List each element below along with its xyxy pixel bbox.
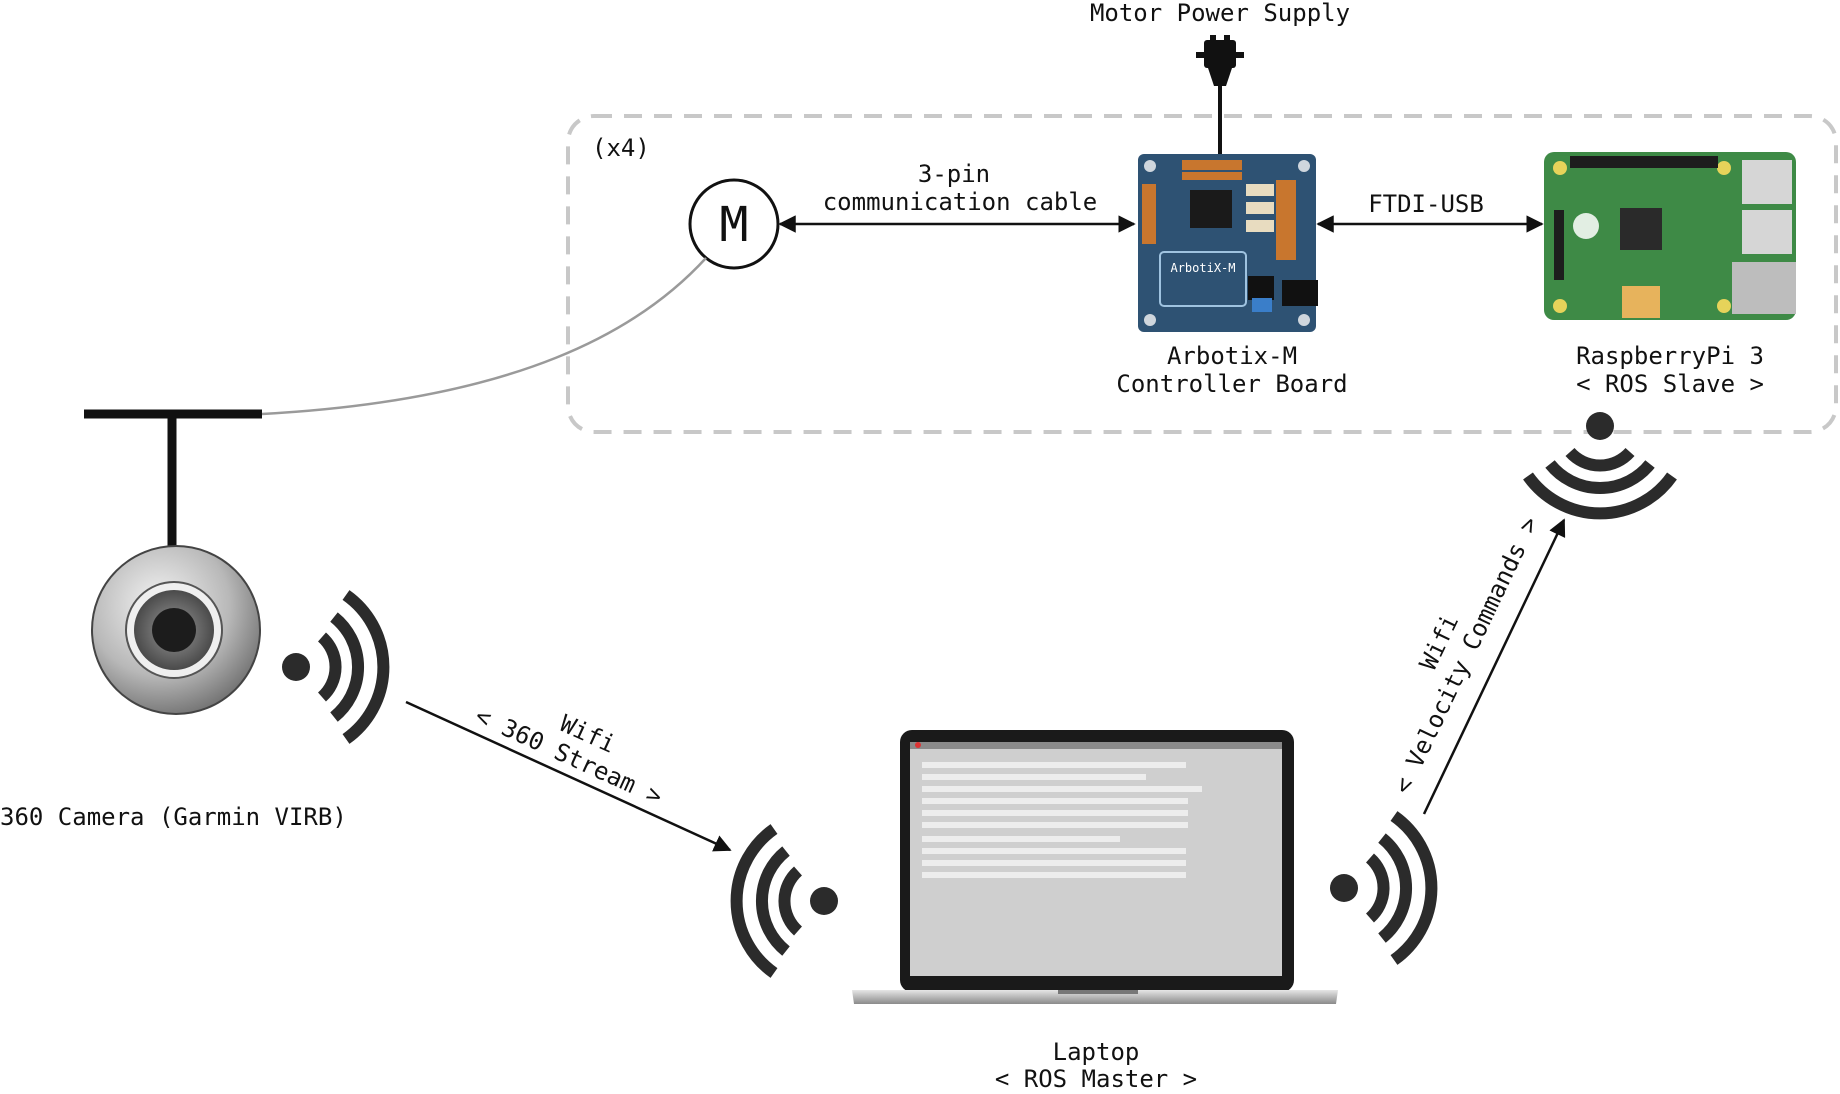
wifi-icon <box>282 590 390 744</box>
stream-arrow <box>405 700 732 852</box>
wifi-icon <box>1523 412 1677 520</box>
wifi-icon <box>730 824 838 978</box>
power-plug-icon <box>1196 35 1244 156</box>
arbotix-board-icon: ArbotiX-M <box>1138 154 1318 332</box>
motor-group-box <box>566 114 1838 434</box>
motor-cable <box>261 257 707 416</box>
camera-label: 360 Camera (Garmin VIRB) <box>0 803 347 831</box>
laptop-icon <box>852 730 1338 1004</box>
rpi-label-line2: < ROS Slave > <box>1576 370 1764 398</box>
laptop-label-line2: < ROS Master > <box>995 1065 1197 1093</box>
raspberry-pi-icon <box>1544 152 1796 320</box>
motor-symbol <box>688 178 780 270</box>
arbotix-label-line1: Arbotix-M <box>1167 342 1297 370</box>
multiplier-label: (x4) <box>592 134 650 162</box>
velocity-arrow <box>1422 518 1566 815</box>
cable-label-line1: 3-pin <box>918 160 990 188</box>
rpi-label-line1: RaspberryPi 3 <box>1576 342 1764 370</box>
wifi-icon <box>1330 811 1438 965</box>
motor-power-supply-label: Motor Power Supply <box>1090 0 1350 27</box>
camera-icon <box>91 545 261 715</box>
laptop-label-line1: Laptop <box>1053 1038 1140 1066</box>
ftdi-usb-label: FTDI-USB <box>1368 190 1484 218</box>
motor-symbol-label: M <box>720 197 749 253</box>
arbotix-label-line2: Controller Board <box>1116 370 1347 398</box>
velocity-label-line2: < Velocity Commands > <box>1388 512 1544 798</box>
svg-text:ArbotiX-M: ArbotiX-M <box>1170 261 1235 275</box>
cable-label-line2: communication cable <box>823 188 1098 216</box>
